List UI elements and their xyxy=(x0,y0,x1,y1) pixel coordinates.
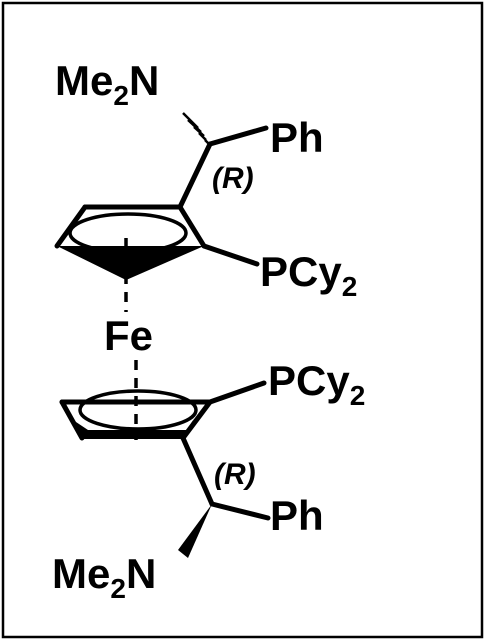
bond-ring-phosphine-top xyxy=(201,243,260,267)
phenyl-label-top: Ph xyxy=(270,114,324,161)
bond-stereocenter-phenyl-bottom xyxy=(209,501,271,521)
solid-wedge-bond-bottom xyxy=(178,504,212,558)
cyclopentadienyl-ring-top xyxy=(54,204,207,280)
iron-label: Fe xyxy=(104,312,153,359)
phenyl-label-bottom: Ph xyxy=(270,492,324,539)
stereo-descriptor-bottom: (R) xyxy=(214,458,256,491)
amine-label-top: Me2N xyxy=(55,57,159,111)
cyclopentadienyl-ring-bottom xyxy=(59,389,213,441)
phosphine-label-bottom: PCy2 xyxy=(268,357,365,411)
stereo-descriptor-top: (R) xyxy=(212,162,254,195)
hashed-wedge-bond-top xyxy=(182,112,210,145)
bond-ring-stereocenter-bottom xyxy=(180,435,215,507)
bond-ring-phosphine-bottom xyxy=(207,380,267,405)
amine-label-bottom: Me2N xyxy=(52,550,156,604)
bond-stereocenter-phenyl-top xyxy=(207,125,269,147)
bond-stereocenter-ring-top xyxy=(177,141,213,210)
phosphine-label-top: PCy2 xyxy=(260,248,357,302)
